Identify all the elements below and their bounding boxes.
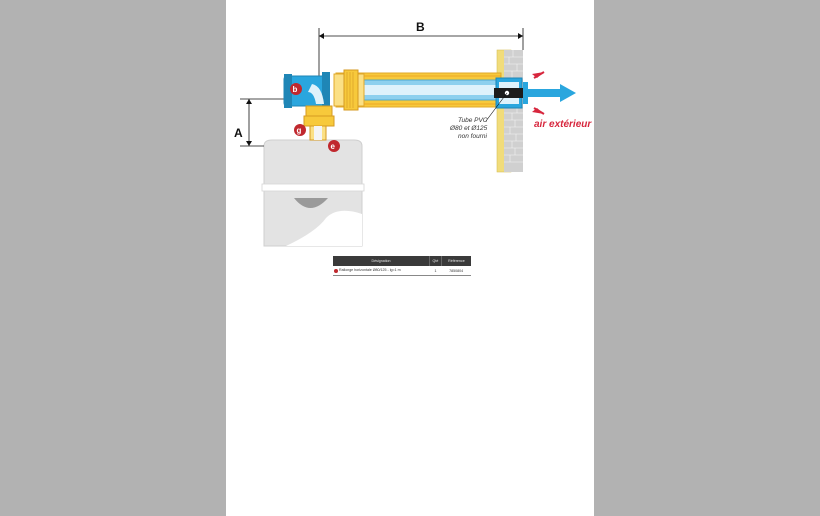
table-row: Rallonge horizontale Ø80/125 - lg=1 m 1 … (333, 266, 471, 276)
wall (496, 49, 523, 173)
dimension-a-label: A (234, 126, 243, 140)
svg-text:e: e (331, 142, 336, 151)
tube-label-line2: Ø80 et Ø125 (449, 125, 488, 132)
flue-adapter (303, 115, 335, 141)
dimension-b-label: B (416, 20, 425, 34)
row-qte: 1 (429, 266, 442, 276)
svg-text:g: g (297, 126, 302, 135)
parts-table-header: Désignation Qté Référence (333, 256, 471, 266)
parts-table: Désignation Qté Référence Rallonge horiz… (333, 256, 471, 276)
row-badge-icon (334, 268, 338, 273)
row-reference: 7850804 (441, 266, 471, 276)
badge-b: b (290, 83, 302, 95)
wall-terminal (494, 77, 528, 109)
header-qte: Qté (429, 256, 442, 266)
installation-diagram: A B (234, 20, 592, 247)
badge-e: e (328, 140, 340, 152)
pipe-coupling (333, 69, 365, 111)
header-reference: Référence (441, 256, 471, 266)
exhaust-arrow (528, 84, 576, 102)
tube-pvc-callout: Tube PVC Ø80 et Ø125 non fourni (449, 92, 508, 140)
header-designation: Désignation (333, 256, 431, 266)
row-designation: Rallonge horizontale Ø80/125 - lg=1 m (339, 268, 401, 273)
dimension-a: A (234, 98, 286, 147)
air-exterieur-label: air extérieur (534, 119, 592, 130)
svg-text:b: b (293, 85, 298, 94)
document-page: A B (226, 0, 594, 516)
tube-label-line3: non fourni (458, 133, 487, 140)
badge-g: g (294, 124, 306, 136)
tube-label-line1: Tube PVC (458, 117, 488, 124)
elbow-fitting (283, 72, 333, 119)
air-flow-arrows: air extérieur (528, 71, 592, 130)
dimension-b: B (318, 20, 524, 84)
appliance-body (261, 139, 365, 247)
